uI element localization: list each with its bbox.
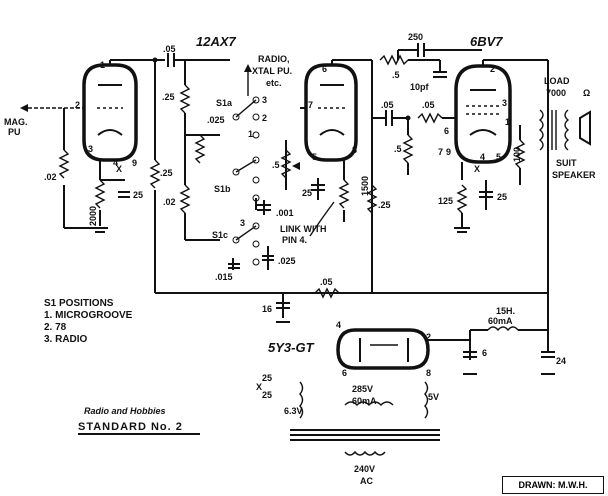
mains-v-label: 240V [354,464,375,474]
r-125-label: 125 [438,196,453,206]
switch-s1c: S1c [212,230,228,240]
switch-radio-label: RADIO, [258,54,290,64]
pin-label: 8 [426,368,431,378]
c-24-label: 24 [556,356,566,366]
x-mark-2: X [474,164,480,174]
publisher-label: Radio and Hobbies [84,406,166,416]
pin-label: 6 [444,126,449,136]
pin-label: 3 [88,144,93,154]
pin-label: 4 [336,320,341,330]
mains-ac-label: AC [360,476,373,486]
c-25-b-label: 25 [302,188,312,198]
c-10pf-label: 10pf [410,82,430,92]
speaker-label-1: SUIT [556,158,577,168]
switch-xtal-label: XTAL PU. [252,66,292,76]
heater-v-label: 6.3V [284,406,303,416]
position-2: 2. 78 [44,322,67,333]
c-25-a-label: 25 [133,190,143,200]
pin-label: 6 [342,368,347,378]
tube-v1 [82,63,138,162]
tube-v1-label: 12AX7 [196,34,237,49]
choke-i-label: 60mA [488,316,513,326]
c-05-top-label: .05 [163,44,176,54]
pin-label: 2 [75,100,80,110]
r-02-b-label: .02 [163,197,176,207]
ht-v-label: 285V [352,384,373,394]
tube-v2-label: 6BV7 [470,34,503,49]
tube-rectifier [336,328,430,370]
pin-label: 2 [426,332,431,342]
positions-title: S1 POSITIONS [44,298,114,309]
choke-l-label: 15H. [496,306,515,316]
x-mark: X [116,164,122,174]
r-05-bottom-label: .05 [320,277,333,287]
load-label: LOAD [544,76,570,86]
c-25-c-label: 25 [497,192,507,202]
position-3: 3. RADIO [44,334,88,345]
hum-25a-label: 25 [262,373,272,383]
load-ohm: 7000 [546,88,566,98]
r-02-a-label: .02 [44,172,57,182]
fil-v-label: 5V [428,392,439,402]
pin-label: 7 [438,147,443,157]
r-1500-label: 1500 [360,176,370,196]
hum-25b-label: 25 [262,390,272,400]
c-015-label: .015 [215,272,233,282]
r-025-label: .025 [207,115,225,125]
tube-rect-label: 5Y3-GT [268,340,315,355]
r-100-label: 100 [512,147,522,162]
r-25-a-label: .25 [162,92,175,102]
c-16-label: 16 [262,304,272,314]
x-mark-3: X [256,382,262,392]
pin-label: 9 [446,147,451,157]
tube-v1b [304,63,358,162]
r-25-b-label: .25 [160,168,173,178]
pin-label: 6 [322,64,327,74]
link-note-2: PIN 4. [282,235,307,245]
switch-s1b: S1b [214,184,231,194]
drawn-by-box: DRAWN: M.W.H. [502,476,604,494]
c-250-label: 250 [408,32,423,42]
ht-i-label: 60mA [352,396,377,406]
diagram-title: STANDARD No. 2 [78,421,183,433]
switch-pos: 3 [240,218,245,228]
pin-label: 4 [480,152,485,162]
c-001-label: .001 [276,208,294,218]
switch-pos: 3 [262,95,267,105]
ohm-symbol: Ω [583,88,590,98]
pin-label: 1 [100,60,105,70]
pin-label: 1 [505,117,510,127]
r-5-top-label: .5 [392,70,400,80]
pin-label: 5 [496,152,501,162]
pin-label: 4 [113,158,118,168]
switch-s1a: S1a [216,98,233,108]
c-025-label: .025 [278,256,296,266]
pin-label: 5 [312,152,317,162]
input-label: MAG. [4,117,28,127]
r-25-c-label: .25 [378,200,391,210]
r-2000-label: 2000 [88,206,98,226]
c-05-mid-label: .05 [381,100,394,110]
pin-label: 3 [502,98,507,108]
c-6-label: 6 [482,348,487,358]
switch-pos: 2 [262,113,267,123]
pin-label: 9 [132,158,137,168]
input-label-2: PU [8,127,21,137]
position-1: 1. MICROGROOVE [44,310,133,321]
speaker-label-2: SPEAKER [552,170,596,180]
switch-pos: 1 [248,129,253,139]
r-5-pot-label: .5 [272,160,280,170]
link-note-1: LINK WITH [280,224,327,234]
r-5-grid-label: .5 [394,144,402,154]
pin-label: 7 [308,100,313,110]
pin-label: 2 [490,64,495,74]
pin-label: 8 [352,145,357,155]
tube-v2 [454,64,512,164]
r-05-label: .05 [422,100,435,110]
switch-etc-label: etc. [266,78,282,88]
